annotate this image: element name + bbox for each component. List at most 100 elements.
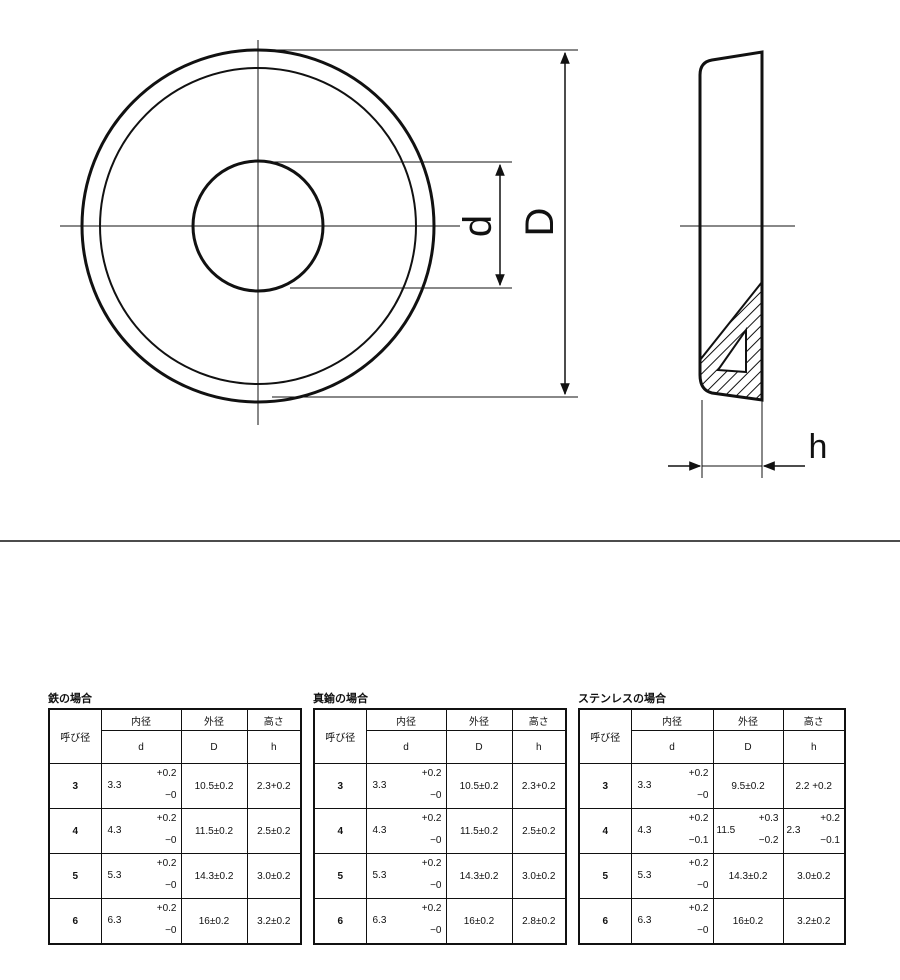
col-outer: 外径 [712, 708, 784, 731]
table-row: 5 5.3+0.2−0 14.3±0.2 3.0±0.2 [48, 853, 302, 899]
col-d: d [630, 730, 714, 764]
d-upper-tol: +0.2 [156, 903, 177, 914]
col-inner: 内径 [365, 708, 447, 731]
d-lower-tol: −0 [430, 835, 442, 846]
d-upper-tol: +0.2 [421, 813, 442, 824]
size-cell: 3 [48, 763, 102, 809]
D-value: 10.5±0.2 [445, 763, 513, 809]
size-cell: 4 [578, 808, 632, 854]
col-h: h [246, 730, 302, 764]
size-cell: 5 [48, 853, 102, 899]
d-value: 6.3 [372, 915, 387, 926]
d-upper-tol: +0.2 [156, 768, 177, 779]
h-value: 2.2 +0.2 [782, 763, 846, 809]
d-lower-tol: −0.1 [688, 835, 709, 846]
d-value: 6.3 [637, 915, 652, 926]
D-value: 9.5±0.2 [712, 763, 784, 809]
size-cell: 3 [578, 763, 632, 809]
h-value: 3.2±0.2 [246, 898, 302, 945]
D-value: 14.3±0.2 [712, 853, 784, 899]
table-title: ステンレスの場合 [578, 693, 666, 705]
section-hatch [699, 279, 763, 402]
d-value: 4.3 [637, 825, 652, 836]
h-value: 2.5±0.2 [511, 808, 567, 854]
h-upper-tol: +0.2 [820, 813, 840, 824]
D-label: D [518, 208, 562, 237]
d-lower-tol: −0 [697, 925, 709, 936]
col-inner: 内径 [100, 708, 182, 731]
size-cell: 6 [48, 898, 102, 945]
d-lower-tol: −0 [165, 835, 177, 846]
size-cell: 6 [578, 898, 632, 945]
d-value: 5.3 [372, 870, 387, 881]
d-value: 4.3 [372, 825, 387, 836]
D-value: 14.3±0.2 [445, 853, 513, 899]
col-height: 高さ [782, 708, 846, 731]
col-D: D [180, 730, 248, 764]
side-view: h [668, 50, 828, 478]
table-stainless: ステンレスの場合 呼び径 内径 外径 高さ d D h 3 3.3+0.2−0 … [578, 690, 846, 945]
d-value: 4.3 [107, 825, 122, 836]
d-value: 6.3 [107, 915, 122, 926]
table-row: 5 5.3+0.2−0 14.3±0.2 3.0±0.2 [313, 853, 567, 899]
col-nominal: 呼び径 [578, 708, 632, 764]
table-row: 6 6.3+0.2−0 16±0.2 2.8±0.2 [313, 898, 567, 945]
d-upper-tol: +0.2 [688, 813, 709, 824]
D-value: 11.5±0.2 [180, 808, 248, 854]
table-row: 4 4.3+0.2−0 11.5±0.2 2.5±0.2 [48, 808, 302, 854]
d-upper-tol: +0.2 [156, 813, 177, 824]
d-value: 3.3 [107, 780, 122, 791]
d-upper-tol: +0.2 [156, 858, 177, 869]
table-row: 6 6.3 +0.2 −0 16±0.2 3.2±0.2 [578, 898, 846, 945]
d-lower-tol: −0 [697, 880, 709, 891]
size-cell: 6 [313, 898, 367, 945]
d-upper-tol: +0.2 [421, 768, 442, 779]
col-height: 高さ [246, 708, 302, 731]
h-value: 2.3+0.2 [511, 763, 567, 809]
col-nominal: 呼び径 [313, 708, 367, 764]
table-row: 3 3.3+0.2−0 10.5±0.2 2.3+0.2 [313, 763, 567, 809]
h-value: 2.8±0.2 [511, 898, 567, 945]
col-h: h [511, 730, 567, 764]
d-label: d [456, 215, 500, 237]
h-label: h [809, 428, 828, 466]
size-cell: 4 [313, 808, 367, 854]
col-outer: 外径 [180, 708, 248, 731]
d-lower-tol: −0 [165, 925, 177, 936]
size-cell: 5 [313, 853, 367, 899]
table-iron: 鉄の場合 呼び径 内径 外径 高さ d D h 3 3.3+0.2−0 10.5… [48, 690, 302, 945]
d-value: 5.3 [107, 870, 122, 881]
h-value: 3.0±0.2 [782, 853, 846, 899]
size-cell: 4 [48, 808, 102, 854]
col-D: D [445, 730, 513, 764]
washer-technical-drawing: d D h [0, 40, 900, 542]
D-value: 11.5 [716, 825, 736, 836]
table-row: 5 5.3 +0.2 −0 14.3±0.2 3.0±0.2 [578, 853, 846, 899]
d-lower-tol: −0 [165, 880, 177, 891]
D-upper-tol: +0.3 [758, 813, 779, 824]
col-nominal: 呼び径 [48, 708, 102, 764]
d-upper-tol: +0.2 [688, 858, 709, 869]
D-lower-tol: −0.2 [758, 835, 779, 846]
table-row: 3 3.3+0.2−0 9.5±0.2 2.2 +0.2 [578, 763, 846, 809]
h-value: 3.2±0.2 [782, 898, 846, 945]
table-title: 鉄の場合 [48, 693, 92, 705]
D-value: 16±0.2 [445, 898, 513, 945]
d-upper-tol: +0.2 [688, 903, 709, 914]
size-cell: 5 [578, 853, 632, 899]
col-D: D [712, 730, 784, 764]
col-d: d [365, 730, 447, 764]
table-row: 3 3.3+0.2−0 10.5±0.2 2.3+0.2 [48, 763, 302, 809]
table-title: 真鍮の場合 [313, 693, 368, 705]
D-value: 11.5±0.2 [445, 808, 513, 854]
front-view: d D [60, 40, 578, 425]
col-inner: 内径 [630, 708, 714, 731]
D-value: 16±0.2 [712, 898, 784, 945]
table-row: 6 6.3+0.2−0 16±0.2 3.2±0.2 [48, 898, 302, 945]
h-lower-tol: −0.1 [820, 835, 840, 846]
D-value: 14.3±0.2 [180, 853, 248, 899]
table-row: 4 4.3 +0.2 −0 11.5±0.2 2.5±0.2 [313, 808, 567, 854]
h-value: 2.3 [786, 825, 801, 836]
col-height: 高さ [511, 708, 567, 731]
d-value: 5.3 [637, 870, 652, 881]
